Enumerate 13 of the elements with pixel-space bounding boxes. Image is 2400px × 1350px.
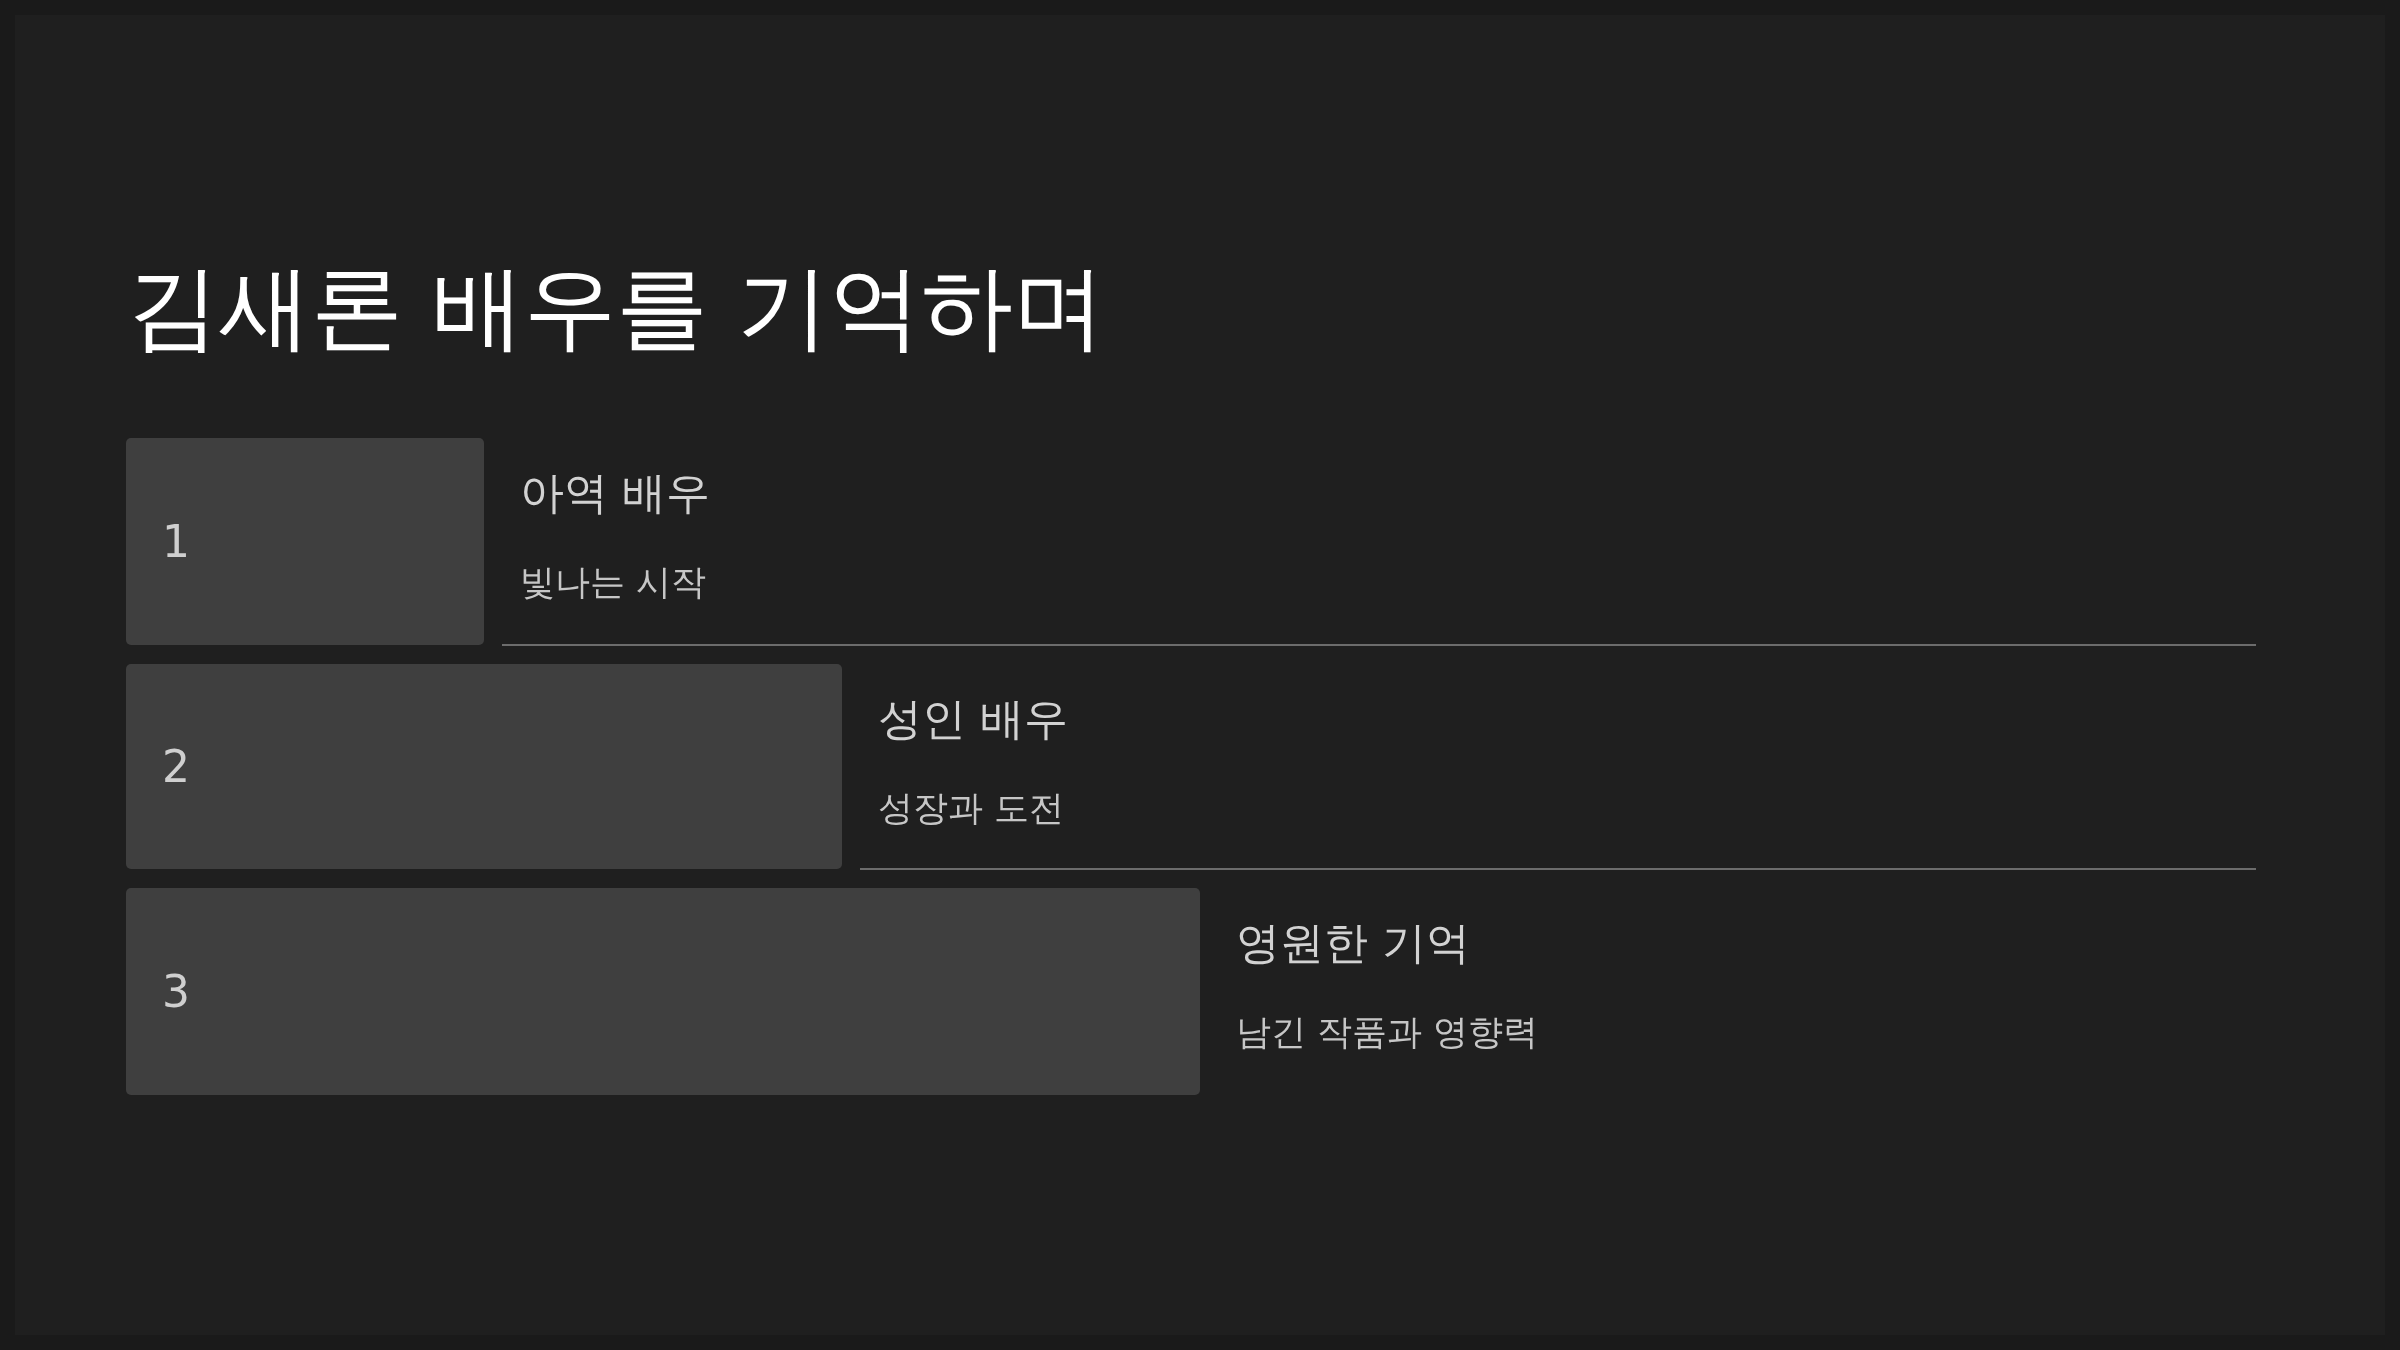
step-heading: 성인 배우 [878,693,1068,746]
step-bar [126,438,484,645]
step-subtitle: 남긴 작품과 영향력 [1236,1011,1539,1053]
step-heading: 영원한 기억 [1236,917,1470,970]
slide-title: 김새론 배우를 기억하며 [127,253,1106,363]
step-bar [126,664,842,869]
step-subtitle: 빛나는 시작 [520,561,707,603]
step-bar [126,888,1200,1095]
step-number: 1 [162,519,190,564]
step-heading: 아역 배우 [520,467,710,520]
step-number: 3 [162,969,190,1014]
step-number: 2 [162,744,190,789]
step-subtitle: 성장과 도전 [878,787,1065,829]
